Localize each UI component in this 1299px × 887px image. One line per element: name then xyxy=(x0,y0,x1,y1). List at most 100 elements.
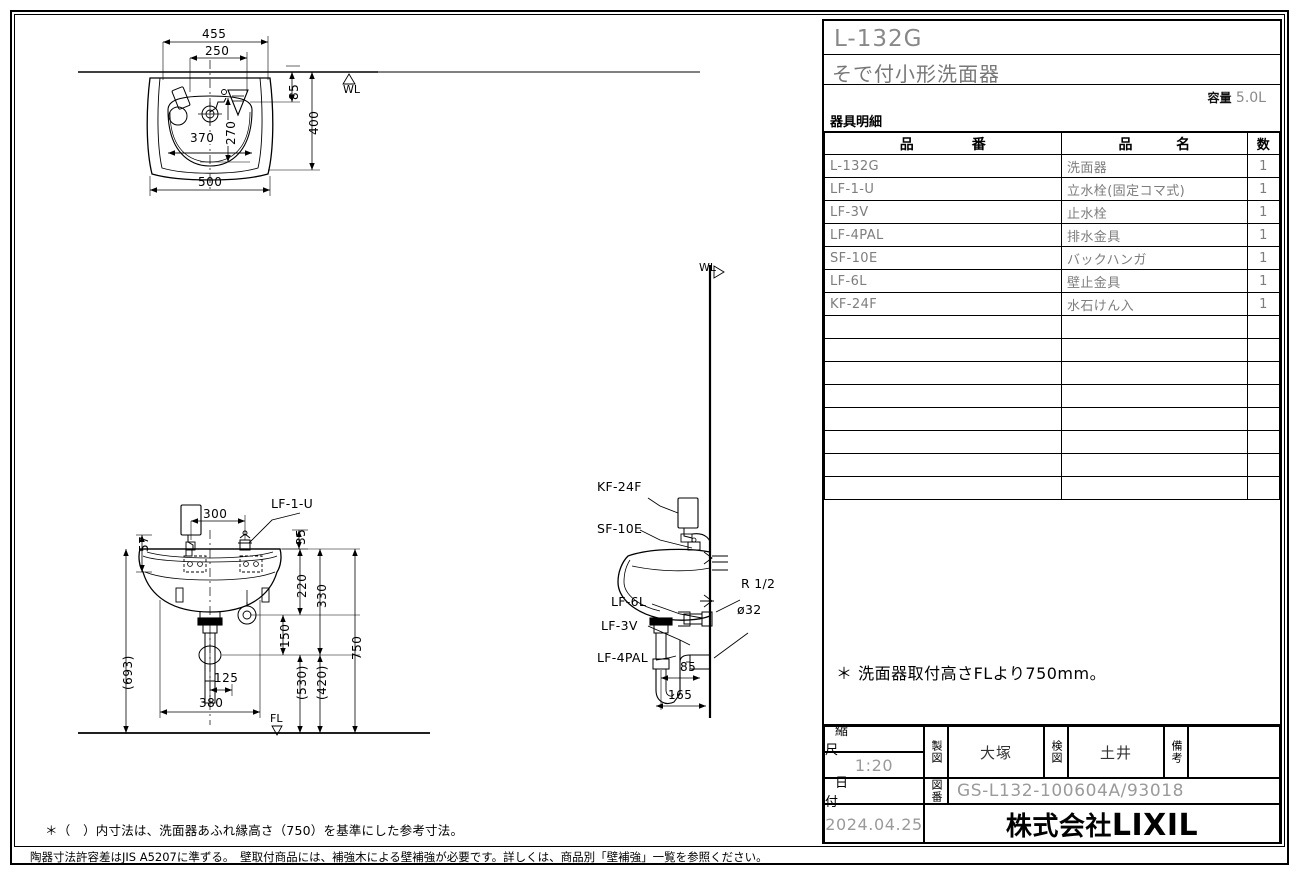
date-label: 日 付 xyxy=(824,776,924,810)
scale-value: 1:20 xyxy=(824,752,924,778)
technical-drawing-area xyxy=(78,36,749,736)
remarks-value-cell xyxy=(1188,726,1280,778)
header-name: 品 名 xyxy=(1061,132,1248,155)
plan-dim-400: 400 xyxy=(307,110,321,135)
parts-row-code: KF-24F xyxy=(824,292,1062,316)
parts-row-name: 立水栓(固定コマ式) xyxy=(1061,177,1248,201)
drafter-value-cell: 大塚 xyxy=(948,726,1044,778)
front-dim-693: (693) xyxy=(121,655,135,690)
parts-row-empty xyxy=(824,361,1280,385)
header-code-text: 品 番 xyxy=(899,136,987,153)
parts-row-empty xyxy=(824,338,1280,362)
parts-row-empty xyxy=(824,315,1280,339)
plan-dim-455: 455 xyxy=(202,27,227,41)
callout-lf-6l: LF-6L xyxy=(611,594,647,609)
header-code: 品 番 xyxy=(824,132,1062,155)
scale-label: 縮 尺 xyxy=(824,724,924,758)
drafter-value: 大塚 xyxy=(979,743,1012,762)
parts-row-qty: 1 xyxy=(1247,154,1280,178)
wall-line-wl-label: WL xyxy=(699,261,717,274)
parts-row-qty: 1 xyxy=(1247,200,1280,224)
parts-row-name: 排水金具 xyxy=(1061,223,1248,247)
title-information-panel: L-132G そで付小形洗面器 容量 5.0L 器具明細 品 番 品 名 数 xyxy=(822,19,1282,844)
plan-dim-270: 270 xyxy=(224,119,238,146)
header-qty: 数 xyxy=(1247,132,1280,155)
plan-dim-85: 85 xyxy=(287,83,301,100)
parts-row-empty xyxy=(824,384,1280,408)
product-name-row: そで付小形洗面器 xyxy=(824,55,1280,86)
parts-row-empty xyxy=(824,407,1280,431)
plan-view-geometry xyxy=(78,36,700,196)
front-dim-125: 125 xyxy=(214,671,239,685)
parts-row-code: LF-1-U xyxy=(824,177,1062,201)
plan-dim-250: 250 xyxy=(205,44,230,58)
company-logo-cell: 株式会社LIXIL xyxy=(924,804,1280,844)
callout-dia-32: ø32 xyxy=(737,602,762,617)
note-box: ＊ 洗面器取付高さFLより750mm。 xyxy=(824,492,1280,726)
parts-row-code: SF-10E xyxy=(824,246,1062,270)
parts-table-header-row: 品 番 品 名 数 xyxy=(824,132,1280,155)
footnote-tolerance-and-wall: 陶器寸法許容差はJIS A5207に準ずる。 壁取付商品には、補強木による壁補強… xyxy=(30,850,768,864)
front-dim-750: 750 xyxy=(350,635,364,660)
front-fl-marker-label: FL xyxy=(270,712,283,725)
checker-value-cell: 土井 xyxy=(1068,726,1164,778)
plan-dim-370: 370 xyxy=(188,131,217,145)
front-elevation-geometry xyxy=(78,504,430,736)
dwg-no-label: 図番 xyxy=(930,779,943,803)
callout-kf-24f: KF-24F xyxy=(597,479,642,494)
product-name-text: そで付小形洗面器 xyxy=(832,62,1000,86)
remarks-label-cell: 備考 xyxy=(1164,726,1188,778)
plan-dim-500: 500 xyxy=(198,175,223,189)
callout-lf-4pal: LF-4PAL xyxy=(597,650,648,665)
dwg-no-value-cell: GS-L132-100604A/93018 xyxy=(948,778,1280,804)
parts-row-name: 洗面器 xyxy=(1061,154,1248,178)
front-dim-35: 35 xyxy=(294,528,308,545)
callout-lf-1-u: LF-1-U xyxy=(271,496,314,511)
callout-r-half: R 1/2 xyxy=(741,576,776,591)
checker-value: 土井 xyxy=(1099,743,1132,762)
capacity-value: 5.0L xyxy=(1235,90,1266,106)
model-code-row: L-132G xyxy=(824,21,1280,55)
model-code-text: L-132G xyxy=(834,26,923,52)
capacity-value-group: 容量 5.0L xyxy=(1207,89,1266,106)
parts-row-qty: 1 xyxy=(1247,223,1280,247)
front-dim-420: (420) xyxy=(315,665,329,700)
parts-row-code: LF-3V xyxy=(824,200,1062,224)
drafter-label: 製図 xyxy=(930,740,943,764)
parts-row-name: 止水栓 xyxy=(1061,200,1248,224)
company-name-jp: 株式会社 xyxy=(1005,811,1112,842)
parts-row-empty xyxy=(824,453,1280,477)
lixil-logo: 株式会社LIXIL xyxy=(1006,806,1198,843)
capacity-row: 容量 5.0L 器具明細 xyxy=(824,85,1280,132)
installation-note: ＊ 洗面器取付高さFLより750mm。 xyxy=(836,664,1107,683)
capacity-label: 容量 xyxy=(1207,91,1232,105)
remarks-label: 備考 xyxy=(1170,740,1183,764)
front-dim-150: 150 xyxy=(278,623,292,648)
company-name-en: LIXIL xyxy=(1111,807,1199,843)
header-name-text: 品 名 xyxy=(1118,136,1191,153)
dwg-no-value: GS-L132-100604A/93018 xyxy=(957,781,1185,801)
parts-row-code: LF-4PAL xyxy=(824,223,1062,247)
date-value: 2024.04.25 xyxy=(824,804,924,844)
drafter-label-cell: 製図 xyxy=(924,726,948,778)
dwg-no-label-cell: 図番 xyxy=(924,778,948,804)
callout-sf-10e: SF-10E xyxy=(597,521,643,536)
side-elevation-geometry xyxy=(617,497,749,710)
parts-row-name: バックハンガ xyxy=(1061,246,1248,270)
callout-lf-3v: LF-3V xyxy=(601,618,638,633)
parts-row-name: 壁止金具 xyxy=(1061,269,1248,293)
parts-row-qty: 1 xyxy=(1247,292,1280,316)
side-dim-85: 85 xyxy=(680,660,697,674)
front-dim-380: 380 xyxy=(199,696,224,710)
parts-row-empty xyxy=(824,476,1280,500)
parts-row-name: 水石けん入 xyxy=(1061,292,1248,316)
front-dim-300: 300 xyxy=(203,507,228,521)
